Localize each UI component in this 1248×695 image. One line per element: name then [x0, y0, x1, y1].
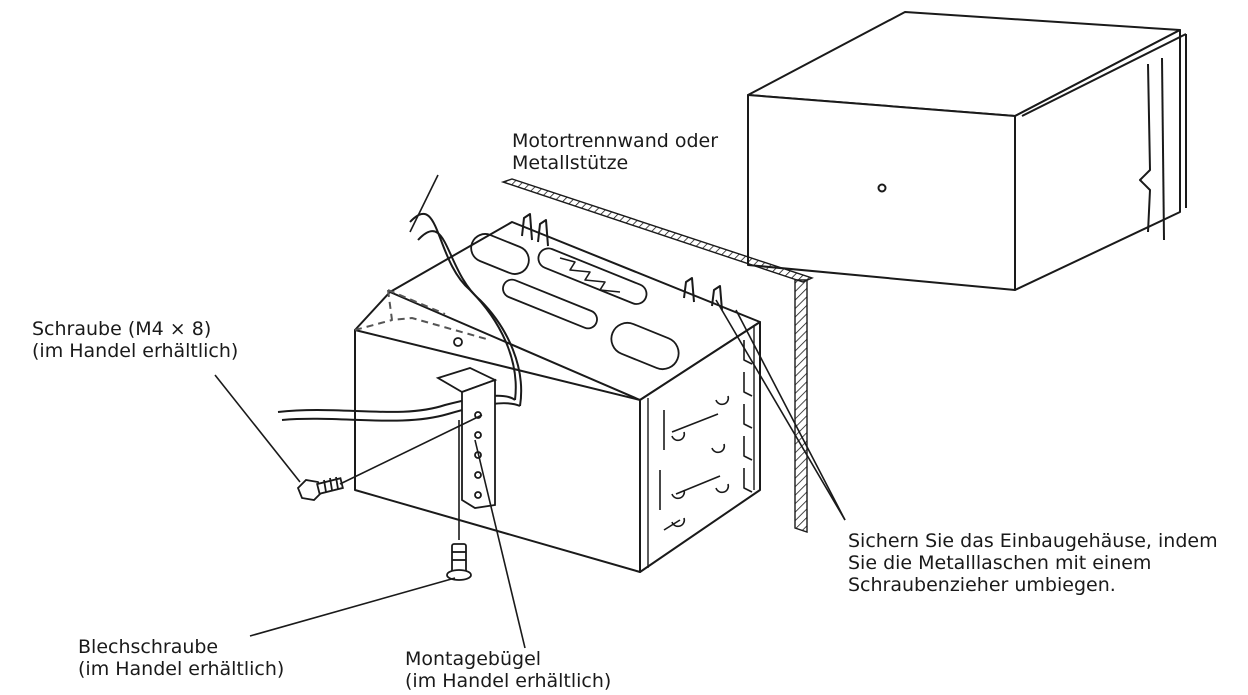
screw-m4: [296, 476, 344, 501]
label-secure-line1: Sichern Sie das Einbaugehäuse, indem: [848, 530, 1218, 552]
label-partition: Motortrennwand oder Metallstütze: [512, 130, 718, 174]
label-secure-line3: Schraubenzieher umbiegen.: [848, 574, 1116, 596]
label-tapping-screw: Blechschraube (im Handel erhältlich): [78, 636, 284, 680]
tapping-screw: [446, 543, 472, 581]
label-bracket: Montagebügel (im Handel erhältlich): [405, 648, 611, 692]
leader-lines: [214, 174, 846, 649]
partition-wall: [500, 178, 814, 533]
bracket-outline: [354, 289, 491, 341]
label-bracket-line2: (im Handel erhältlich): [405, 670, 612, 692]
label-screw: Schraube (M4 × 8) (im Handel erhältlich): [32, 318, 238, 362]
label-partition-line2: Metallstütze: [512, 152, 629, 174]
label-screw-line1: Schraube (M4 × 8): [32, 318, 212, 340]
label-partition-line1: Motortrennwand oder: [512, 130, 719, 152]
label-screw-line2: (im Handel erhältlich): [32, 340, 239, 362]
label-secure-line2: Sie die Metalllaschen mit einem: [848, 552, 1152, 574]
radio-unit: [747, 11, 1187, 291]
label-secure-sleeve: Sichern Sie das Einbaugehäuse, indem Sie…: [848, 530, 1218, 596]
mounting-bracket: [435, 337, 498, 509]
label-bracket-line1: Montagebügel: [405, 648, 542, 670]
metal-support: [277, 212, 523, 422]
label-tapping-screw-line1: Blechschraube: [78, 636, 219, 658]
label-tapping-screw-line2: (im Handel erhältlich): [78, 658, 285, 680]
mounting-sleeve: [354, 213, 761, 573]
